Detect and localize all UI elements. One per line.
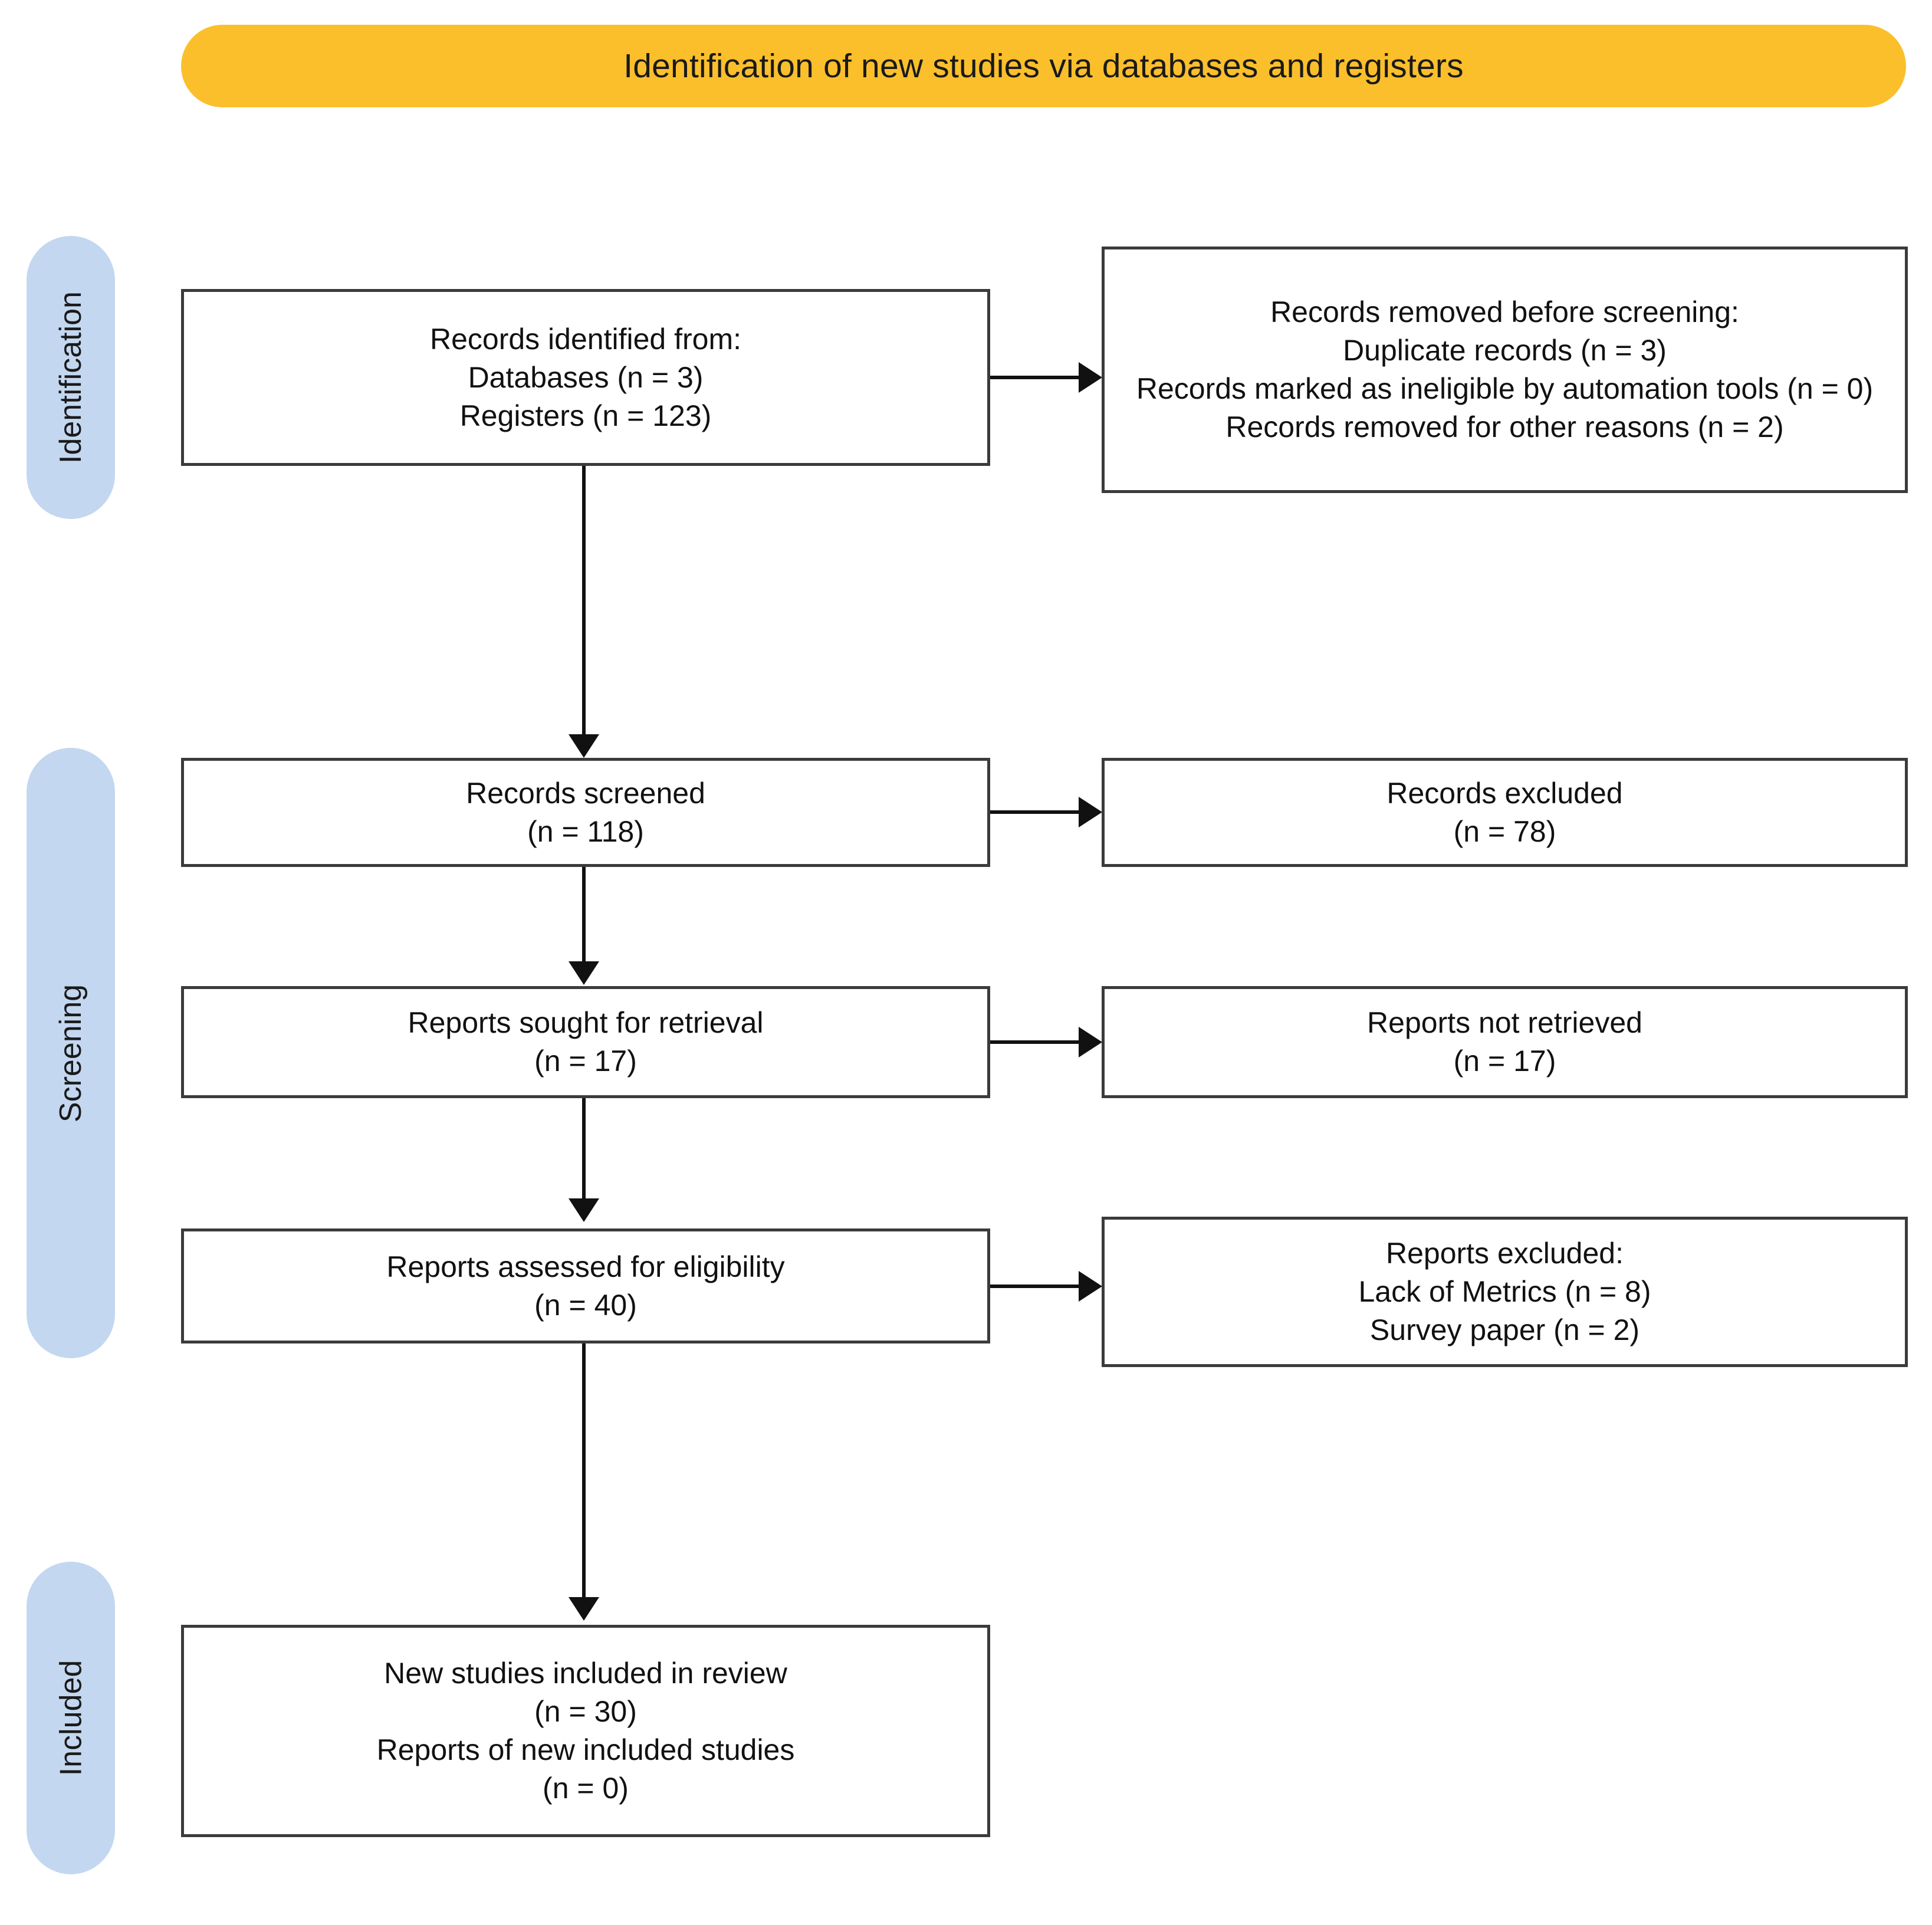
box-reports-assessed-for-eligibility: Reports assessed for eligibility (n = 40… (181, 1228, 990, 1343)
box-line: (n = 17) (534, 1044, 637, 1078)
box-line: (n = 17) (1453, 1044, 1556, 1078)
arrowhead-sought-to-not-retrieved (1079, 1027, 1102, 1057)
phase-pill-identification: Identification (27, 236, 115, 519)
box-reports-sought-for-retrieval: Reports sought for retrieval (n = 17) (181, 986, 990, 1098)
box-line: Reports assessed for eligibility (386, 1250, 785, 1283)
connector-assessed-to-included (582, 1343, 586, 1597)
box-records-removed-before-screening: Records removed before screening: Duplic… (1102, 247, 1908, 493)
box-line: Records marked as ineligible by automati… (1136, 372, 1874, 405)
phase-label-identification: Identification (54, 291, 88, 464)
box-line: (n = 78) (1453, 814, 1556, 848)
arrowhead-assessed-to-included (569, 1597, 599, 1621)
box-records-excluded: Records excluded (n = 78) (1102, 758, 1908, 867)
connector-assessed-to-reports-excluded (990, 1285, 1079, 1288)
box-line: New studies included in review (384, 1657, 787, 1690)
box-reports-not-retrieved: Reports not retrieved (n = 17) (1102, 986, 1908, 1098)
box-line: Survey paper (n = 2) (1369, 1313, 1640, 1346)
connector-identified-to-removed (990, 376, 1079, 379)
phase-label-included: Included (54, 1660, 88, 1776)
banner-title: Identification of new studies via databa… (623, 47, 1464, 85)
box-line: Records removed before screening: (1270, 295, 1739, 329)
box-line: Records identified from: (429, 322, 741, 356)
box-line: Reports not retrieved (1367, 1006, 1642, 1039)
box-line: Reports sought for retrieval (408, 1006, 764, 1039)
box-line: Reports of new included studies (376, 1733, 795, 1766)
box-line: Records removed for other reasons (n = 2… (1225, 410, 1784, 444)
arrowhead-assessed-to-reports-excluded (1079, 1271, 1102, 1302)
arrowhead-sought-to-assessed (569, 1198, 599, 1222)
box-line: (n = 30) (534, 1695, 637, 1728)
box-line: Records screened (466, 776, 705, 810)
arrowhead-identified-to-removed (1079, 362, 1102, 393)
connector-identified-to-screened (582, 466, 586, 734)
connector-screened-to-sought (582, 867, 586, 961)
connector-screened-to-excluded (990, 810, 1079, 814)
identification-banner: Identification of new studies via databa… (181, 25, 1906, 107)
arrowhead-identified-to-screened (569, 734, 599, 758)
box-line: Duplicate records (n = 3) (1343, 334, 1667, 367)
phase-label-screening: Screening (54, 984, 88, 1122)
box-new-studies-included: New studies included in review (n = 30) … (181, 1625, 990, 1837)
box-line: Lack of Metrics (n = 8) (1358, 1275, 1651, 1308)
box-line: Databases (n = 3) (468, 360, 704, 394)
box-line: Records excluded (1386, 776, 1623, 810)
phase-pill-included: Included (27, 1562, 115, 1874)
box-line: (n = 0) (543, 1772, 629, 1805)
box-records-identified: Records identified from: Databases (n = … (181, 289, 990, 466)
box-reports-excluded: Reports excluded: Lack of Metrics (n = 8… (1102, 1217, 1908, 1367)
box-line: Registers (n = 123) (459, 399, 712, 432)
box-line: (n = 118) (527, 814, 644, 848)
phase-pill-screening: Screening (27, 748, 115, 1358)
box-line: Reports excluded: (1385, 1237, 1624, 1270)
box-line: (n = 40) (534, 1288, 637, 1322)
connector-sought-to-assessed (582, 1098, 586, 1198)
arrowhead-screened-to-sought (569, 961, 599, 985)
box-records-screened: Records screened (n = 118) (181, 758, 990, 867)
connector-sought-to-not-retrieved (990, 1040, 1079, 1044)
arrowhead-screened-to-excluded (1079, 797, 1102, 827)
